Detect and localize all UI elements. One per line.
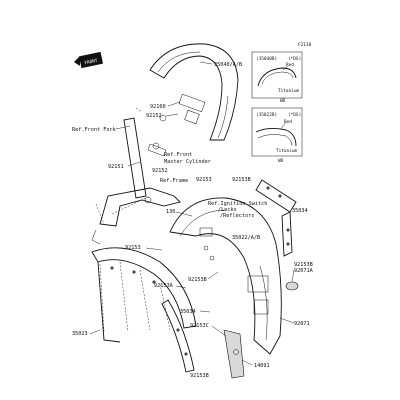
label-92153-left: 92153 xyxy=(125,245,141,251)
inset-a-symbol: WD xyxy=(280,98,286,104)
label-92152-b: 92152 xyxy=(152,168,168,174)
front-badge-label: FRONT xyxy=(84,58,99,67)
label-ref-ignition-2: /Locks xyxy=(218,207,237,213)
label-92153b-bottom: 92153B xyxy=(190,373,209,379)
label-14091: 14091 xyxy=(254,363,270,369)
label-92153b-right: 92153B xyxy=(294,262,313,268)
front-badge: FRONT xyxy=(74,51,104,69)
inset-a-title: (35040B) xyxy=(256,56,277,62)
reflector-92071a xyxy=(285,281,299,291)
label-ref-front-master-2: Master Cylinder xyxy=(164,159,211,165)
label-92153a-left: 92153A xyxy=(154,283,174,289)
label-ref-front-fork: Ref.Front Fork xyxy=(72,127,117,133)
inset-a-red: Red xyxy=(286,62,294,68)
label-92152-a: 92152 xyxy=(146,113,162,119)
label-92153b-mid: 92153B xyxy=(188,277,207,283)
label-35023: 35023 xyxy=(72,331,88,337)
license-bracket xyxy=(223,329,245,379)
front-fender xyxy=(149,43,239,141)
inner-fender-liner xyxy=(91,247,197,343)
label-35040: 35040/A/B xyxy=(214,62,242,68)
inset-b-ref: (*DS) xyxy=(288,112,301,118)
label-92160: 92160 xyxy=(150,104,166,110)
lower-fender-trim xyxy=(161,299,195,373)
label-92153b-top: 92153B xyxy=(232,177,251,183)
label-92153-a: 92153 xyxy=(196,177,212,183)
inset-a-titanium: Titanium xyxy=(278,88,300,94)
label-92151: 92151 xyxy=(108,164,124,170)
inset-b-title: (35022B) xyxy=(256,112,277,118)
label-92153c: 92153C xyxy=(190,323,209,329)
label-ref-frame: Ref.Frame xyxy=(160,178,188,184)
rear-fender xyxy=(169,197,282,355)
label-35034-bottom: 35034 xyxy=(180,309,196,315)
rear-rail-trim xyxy=(255,179,297,257)
label-130: 130 xyxy=(166,209,175,215)
inset-b-symbol: WD xyxy=(278,158,284,164)
label-ref-front-master-1: Ref.Front xyxy=(164,152,192,158)
label-35034-top: 35034 xyxy=(292,208,308,214)
inset-35040b: (35040B) (*DS) Red Titanium WD xyxy=(251,51,303,104)
inset-a-ref: (*DS) xyxy=(288,56,301,62)
label-92071: 92071 xyxy=(294,321,310,327)
label-35022: 35022/A/B xyxy=(232,235,260,241)
label-ref-ignition-3: /Reflectors xyxy=(220,213,254,219)
rear-frame xyxy=(91,187,181,245)
front-fork xyxy=(123,107,167,199)
inset-b-titanium: Titanium xyxy=(276,148,298,154)
inset-35022b: (35022B) (*DS) Red Titanium WD xyxy=(251,107,303,164)
inset-b-red: Red xyxy=(284,119,292,125)
label-ref-ignition-1: Ref.Ignition Switch xyxy=(208,201,267,207)
label-92071a: 92071A xyxy=(294,268,314,274)
figure-code: F2130 xyxy=(298,42,312,48)
